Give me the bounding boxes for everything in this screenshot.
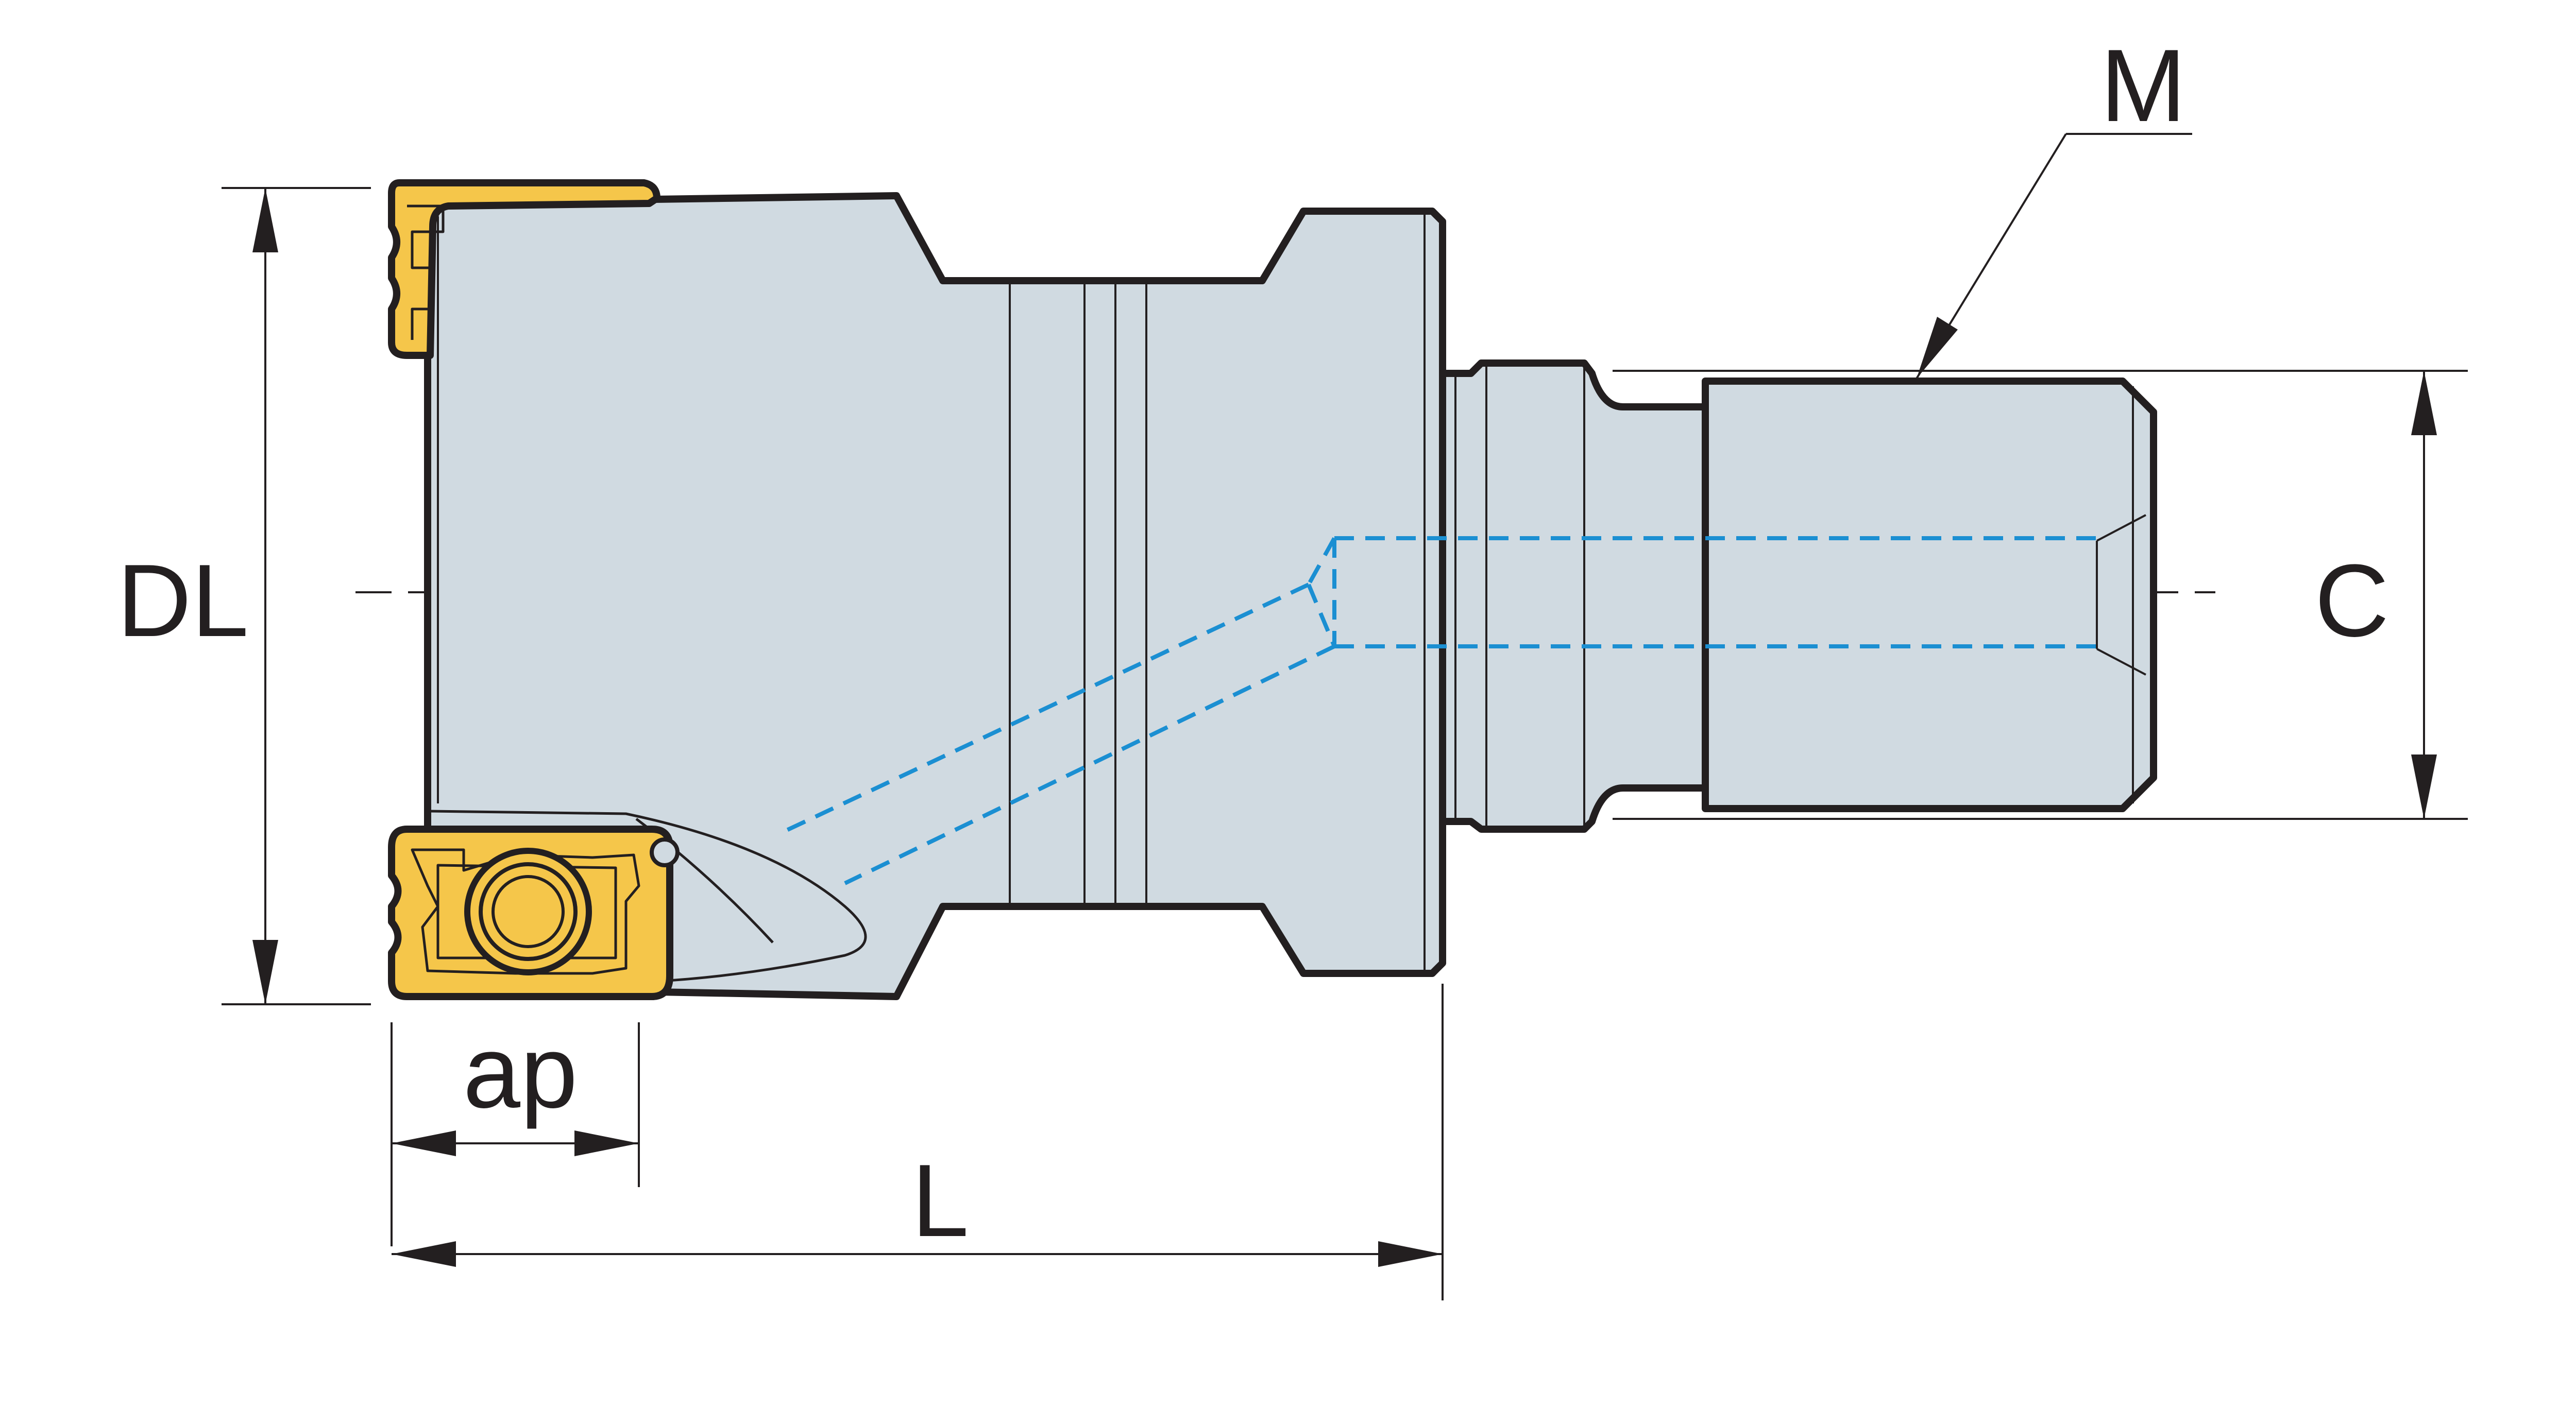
dl-arrow-bottom [252, 940, 278, 1004]
l-label: L [911, 1143, 969, 1258]
l-arrow-left [392, 1241, 456, 1267]
ap-arrow-right [574, 1130, 639, 1156]
insert-pin [650, 837, 680, 867]
m-label: M [2100, 28, 2187, 143]
coolant-cone-bottom [1307, 584, 1336, 647]
ap-label: ap [463, 1015, 578, 1129]
ap-arrow-left [392, 1130, 456, 1156]
c-label: C [2315, 543, 2389, 658]
top-insert-detail [407, 204, 445, 340]
shank-chamfer-top [2096, 514, 2146, 542]
insert-screw-inner [492, 875, 565, 948]
c-arrow-bottom [2411, 755, 2437, 819]
dl-arrow-top [252, 188, 278, 252]
c-arrow-top [2411, 371, 2437, 435]
coolant-cone-top [1307, 537, 1336, 586]
shank-chamfer-bottom [2096, 648, 2146, 676]
l-arrow-right [1378, 1241, 1443, 1267]
threaded-shank [1702, 378, 2157, 812]
top-insert [388, 179, 660, 359]
cutter-neck [1439, 359, 1709, 833]
coolant-channel-upper [777, 582, 1310, 836]
chip-pocket [430, 810, 867, 983]
m-leader-arrow [1917, 317, 1958, 379]
dl-label: DL [117, 543, 249, 658]
